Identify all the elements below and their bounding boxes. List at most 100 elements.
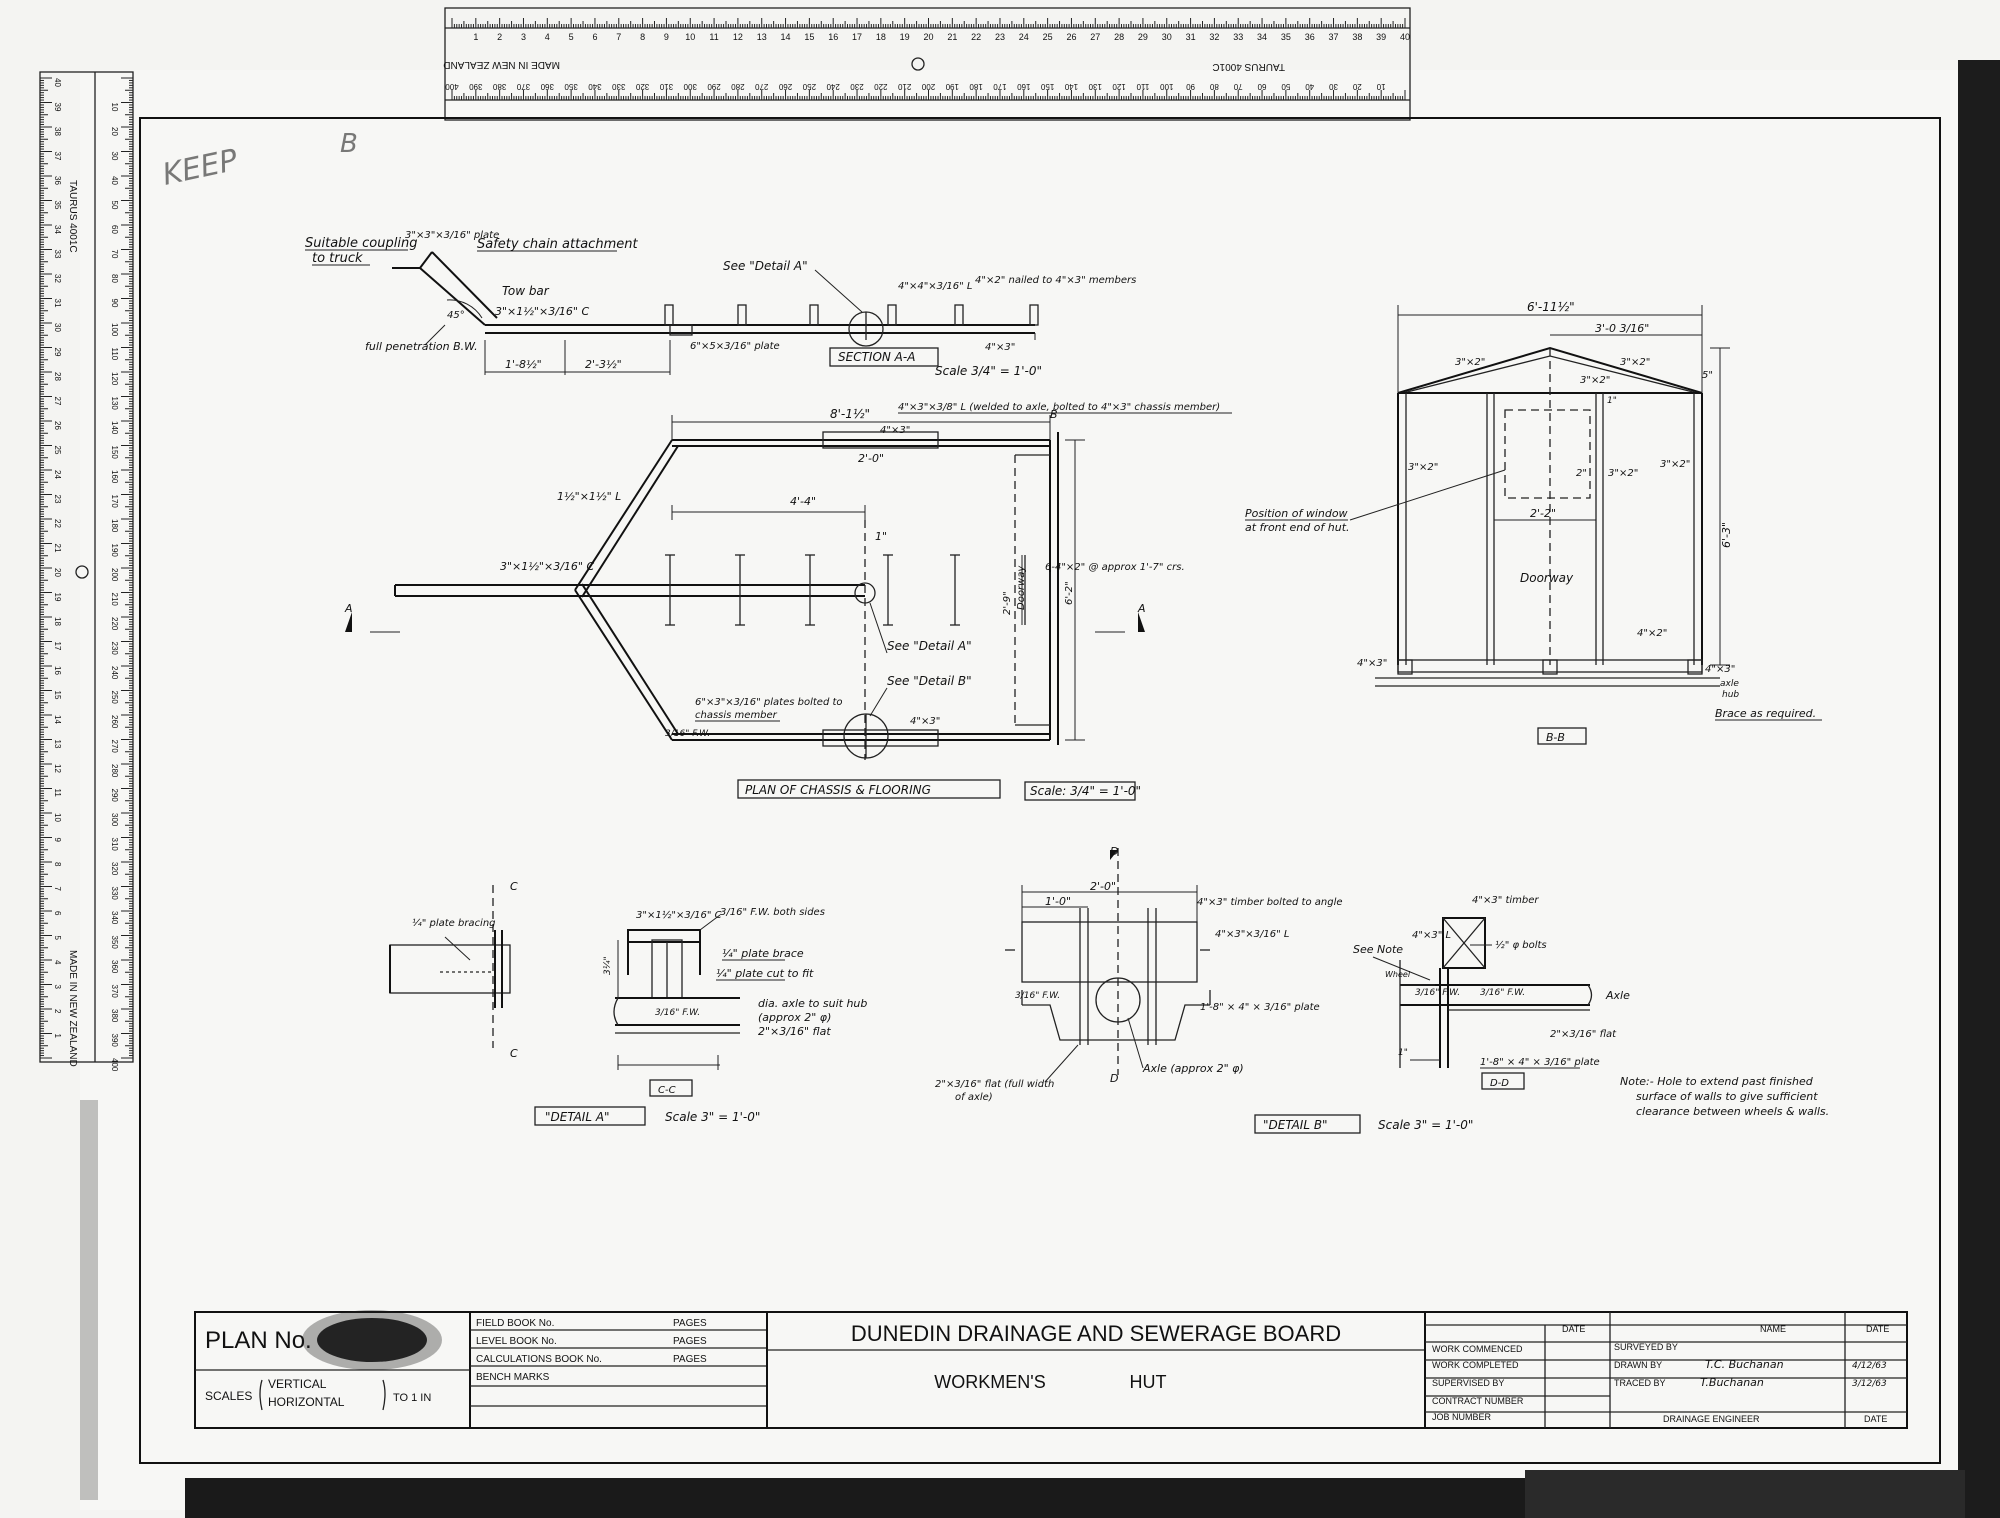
ruler-cm-label: 2: [497, 32, 502, 42]
ruler-mm-label: 110: [1136, 82, 1149, 91]
ruler-cm-label: 31: [1186, 32, 1196, 42]
plan-marker-a-right: A: [1137, 602, 1146, 615]
detail-b-angle-dd: 4"×3" L: [1412, 930, 1451, 941]
ruler-mm-label: 20: [1352, 82, 1361, 91]
ruler-mm-label: 140: [110, 421, 119, 435]
tb-bench-marks: BENCH MARKS: [476, 1372, 550, 1383]
bb-two-inch: 2": [1576, 468, 1587, 479]
ruler-mm-label: 150: [110, 446, 119, 460]
tb-pages-2: PAGES: [673, 1336, 707, 1347]
ruler-cm-label: 6: [53, 911, 62, 916]
tb-drawn-by: DRAWN BY: [1614, 1360, 1662, 1370]
scale-detail-b: Scale 3" = 1'-0": [1378, 1118, 1473, 1132]
detail-b-one-dd: 1": [1398, 1048, 1408, 1058]
bb-doorway: Doorway: [1520, 571, 1574, 585]
ruler-mm-label: 220: [874, 82, 888, 91]
ruler-mm-label: 240: [826, 82, 840, 91]
ruler-mm-label: 320: [635, 82, 649, 91]
tb-horizontal: HORIZONTAL: [268, 1395, 345, 1409]
elevation-b-b: 6'-11½" 3'-0 3/16" 3"×2" 3"×2" 3"×2" 5" …: [1245, 300, 1822, 745]
plan-member-bottom: 4"×3": [910, 716, 940, 727]
detail-b-marker-d-top: D: [1110, 845, 1118, 858]
ruler-mm-label: 60: [1257, 82, 1266, 91]
label-see-detail-a-aa: See "Detail A": [723, 259, 808, 273]
bb-position-window: Position of window: [1245, 507, 1348, 520]
ruler-cm-label: 40: [53, 78, 62, 87]
tb-pages-3: PAGES: [673, 1354, 707, 1365]
ruler-mm-label: 160: [110, 470, 119, 484]
ruler-mm-label: 160: [1017, 82, 1031, 91]
ruler-cm-label: 32: [1209, 32, 1219, 42]
tb-scales: SCALES: [205, 1389, 252, 1403]
label-nailed: 4"×2" nailed to 4"×3" members: [975, 275, 1136, 286]
ruler-cm-label: 9: [53, 838, 62, 843]
ruler-cm-label: 23: [53, 495, 62, 504]
scan-edge-corner: [1525, 1470, 1965, 1518]
ruler-mm-label: 200: [921, 82, 935, 91]
tb-traced-date: 3/12/63: [1852, 1379, 1887, 1389]
ruler-mm-label: 70: [1233, 82, 1242, 91]
ruler-mm-label: 120: [1112, 82, 1126, 91]
ruler-mm-label: 50: [1281, 82, 1290, 91]
ruler-mm-label: 90: [1186, 82, 1195, 91]
ruler-mm-label: 360: [540, 82, 554, 91]
ruler-mm-label: 110: [110, 348, 119, 361]
ruler-mm-label: 100: [1160, 82, 1174, 91]
ruler-cm-label: 11: [709, 32, 718, 42]
ruler-mm-label: 340: [588, 82, 602, 91]
ruler-mm-label: 80: [110, 274, 119, 283]
ruler-mm-label: 10: [1376, 82, 1385, 91]
detail-a-marker-c-top: C: [510, 880, 518, 893]
title-detail-a: "DETAIL A": [545, 1110, 610, 1124]
detail-a-plate-cut: ¼" plate cut to fit: [716, 967, 814, 980]
ruler-cm-label: 16: [828, 32, 838, 42]
ruler-mm-label: 170: [110, 495, 119, 509]
ruler-mm-label: 320: [110, 862, 119, 876]
ruler-cm-label: 15: [53, 691, 62, 700]
ruler-cm-label: 32: [53, 274, 62, 283]
title-bb: B-B: [1546, 731, 1565, 744]
label-to-truck: to truck: [312, 251, 363, 266]
ruler-mm-label: 190: [110, 544, 119, 558]
ruler-model-text: TAURUS 4001C: [1212, 61, 1285, 72]
ruler-mm-label: 400: [110, 1058, 119, 1072]
ruler-mm-label: 240: [110, 666, 119, 680]
detail-a: ¼" plate bracing C C 3"×1½"×3/16" C 3/16…: [389, 880, 867, 1126]
ruler-cm-label: 11: [53, 789, 62, 798]
ruler-cm-label: 22: [53, 519, 62, 528]
ruler-brand-text: MADE IN NEW ZEALAND: [443, 59, 560, 70]
bb-stud-c: 3"×2": [1608, 468, 1638, 479]
detail-b-note-2: surface of walls to give sufficient: [1636, 1090, 1818, 1103]
ruler-mm-label: 170: [993, 82, 1007, 91]
ruler-mm-label: 100: [110, 323, 119, 337]
tb-drawn-date: 4/12/63: [1852, 1361, 1887, 1371]
bb-small-dim: 5": [1702, 370, 1713, 381]
ruler-mm-label: 260: [778, 82, 792, 91]
ruler-mm-label: 360: [110, 960, 119, 974]
ruler-mm-label: 230: [110, 642, 119, 656]
tb-work-completed: WORK COMPLETED: [1432, 1360, 1519, 1370]
ruler-mm-label: 70: [110, 250, 119, 259]
detail-b-note-1: Note:- Hole to extend past finished: [1620, 1075, 1814, 1088]
label-plate-6: 6"×5×3/16" plate: [690, 341, 780, 352]
tb-supervised-by: SUPERVISED BY: [1432, 1378, 1504, 1388]
ruler-left-model: TAURUS 4001C: [67, 180, 78, 253]
tb-drainage-engineer: DRAINAGE ENGINEER: [1663, 1414, 1760, 1424]
ruler-mm-label: 80: [1209, 82, 1218, 91]
detail-b: D D 2'-0" 1'-0" 4"×3" timber bolted to a…: [935, 845, 1829, 1134]
tb-field-book: FIELD BOOK No.: [476, 1318, 554, 1329]
ruler-cm-label: 30: [53, 323, 62, 332]
ruler-mm-label: 130: [110, 397, 119, 411]
ruler-cm-label: 26: [53, 421, 62, 430]
ruler-cm-label: 29: [53, 348, 62, 357]
bb-overall-width: 6'-11½": [1527, 300, 1575, 314]
detail-b-dim-2: 2'-0": [1090, 880, 1116, 893]
ruler-cm-label: 2: [53, 1009, 62, 1014]
detail-a-plate-bracing: ¼" plate bracing: [412, 917, 496, 929]
ruler-mm-label: 280: [110, 764, 119, 778]
tb-project-2: HUT: [1130, 1372, 1167, 1392]
ruler-mm-label: 180: [969, 82, 983, 91]
plan-dim-top: 8'-1½": [830, 407, 870, 421]
ruler-cm-label: 9: [664, 32, 669, 42]
detail-a-fw: 3/16" F.W.: [655, 1008, 700, 1018]
